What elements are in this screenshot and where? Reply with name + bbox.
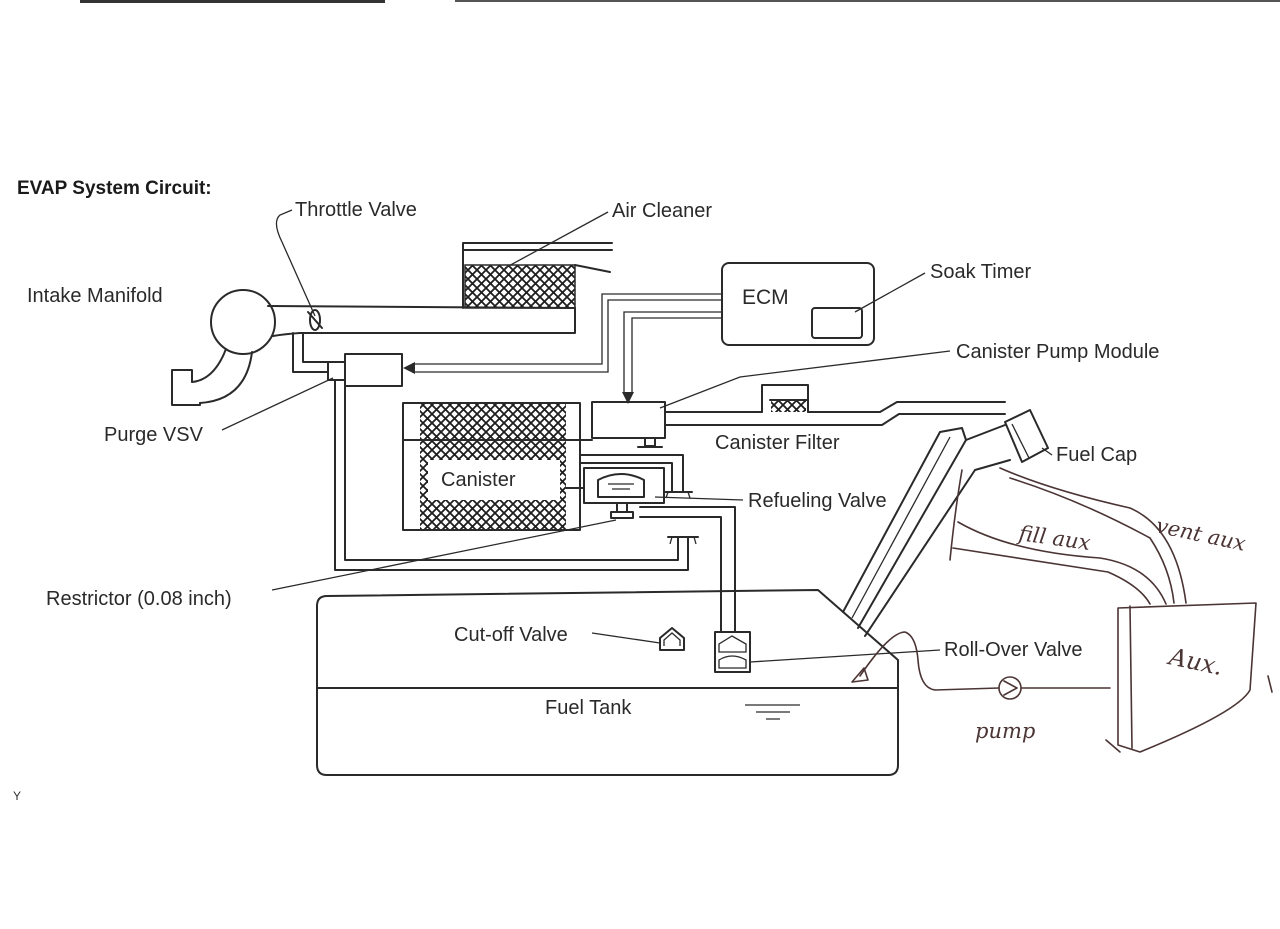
label-fuel-cap: Fuel Cap	[1056, 444, 1137, 466]
handwritten-fill-aux: fill aux	[1015, 521, 1092, 555]
handwritten-fill-aux-hose	[949, 469, 1167, 605]
cutoff-valve	[659, 627, 685, 651]
restrictor-leader	[271, 519, 617, 591]
soak-timer-box	[811, 307, 863, 339]
air-cleaner-leader	[504, 211, 609, 269]
restrictor	[610, 502, 634, 519]
leader-lines	[221, 209, 1053, 663]
label-purge-vsv: Purge VSV	[104, 424, 204, 446]
intake-manifold	[171, 289, 276, 406]
fuel-tank	[316, 589, 899, 776]
throttle-valve-symbol	[307, 309, 323, 331]
refueling-valve-leader	[654, 496, 744, 501]
handwritten-aux: Aux.	[1165, 642, 1226, 681]
label-fuel-tank: Fuel Tank	[545, 697, 632, 719]
soak-timer-leader	[854, 272, 926, 313]
label-refueling-valve: Refueling Valve	[748, 490, 887, 512]
canister-filter	[761, 384, 809, 413]
fuel-level-symbol	[745, 704, 800, 720]
handwritten-aux-tank	[1105, 602, 1273, 753]
throttle-body-duct	[267, 305, 576, 337]
label-canister: Canister	[441, 469, 516, 491]
fuel-cap-leader	[1041, 447, 1053, 456]
label-ecm: ECM	[742, 286, 789, 309]
label-canister-filter: Canister Filter	[715, 432, 840, 454]
handwritten-vent-aux-hose	[999, 467, 1187, 604]
filler-neck	[842, 424, 1011, 637]
canister-pump-module	[591, 401, 666, 448]
scan-edge	[80, 0, 1280, 3]
label-rollover-valve: Roll-Over Valve	[944, 639, 1083, 661]
label-air-cleaner: Air Cleaner	[612, 200, 712, 222]
air-cleaner	[462, 242, 613, 309]
label-soak-timer: Soak Timer	[930, 261, 1031, 283]
label-canister-pump-module: Canister Pump Module	[956, 341, 1159, 363]
ecm-box	[721, 262, 875, 346]
rollover-valve-leader	[749, 649, 941, 663]
label-cutoff-valve: Cut-off Valve	[454, 624, 568, 646]
label-restrictor: Restrictor (0.08 inch)	[46, 588, 232, 610]
ecm-to-vsv-signal	[403, 293, 722, 374]
corner-mark: Y	[13, 789, 21, 803]
purge-line	[334, 379, 699, 571]
canister	[402, 402, 693, 531]
fuel-cap	[1004, 409, 1049, 463]
pump-module-leader	[659, 350, 951, 409]
vent-pipe	[664, 401, 1006, 426]
purge-vsv	[292, 332, 403, 387]
handwritten-pump: pump	[975, 719, 1035, 743]
ecm-to-pump-signal	[622, 311, 722, 404]
diagram-title: EVAP System Circuit:	[17, 178, 212, 199]
handwritten-pump-line	[851, 631, 1111, 691]
handwritten-vent-aux: vent aux	[1154, 513, 1248, 555]
cutoff-valve-leader	[591, 632, 661, 644]
label-throttle-valve: Throttle Valve	[295, 199, 417, 221]
pump-icon	[998, 676, 1022, 700]
throttle-valve-leader	[275, 209, 316, 317]
purge-vsv-leader	[221, 377, 334, 431]
label-intake-manifold: Intake Manifold	[27, 285, 163, 307]
rollover-valve	[714, 631, 751, 673]
refueling-valve	[583, 467, 736, 633]
